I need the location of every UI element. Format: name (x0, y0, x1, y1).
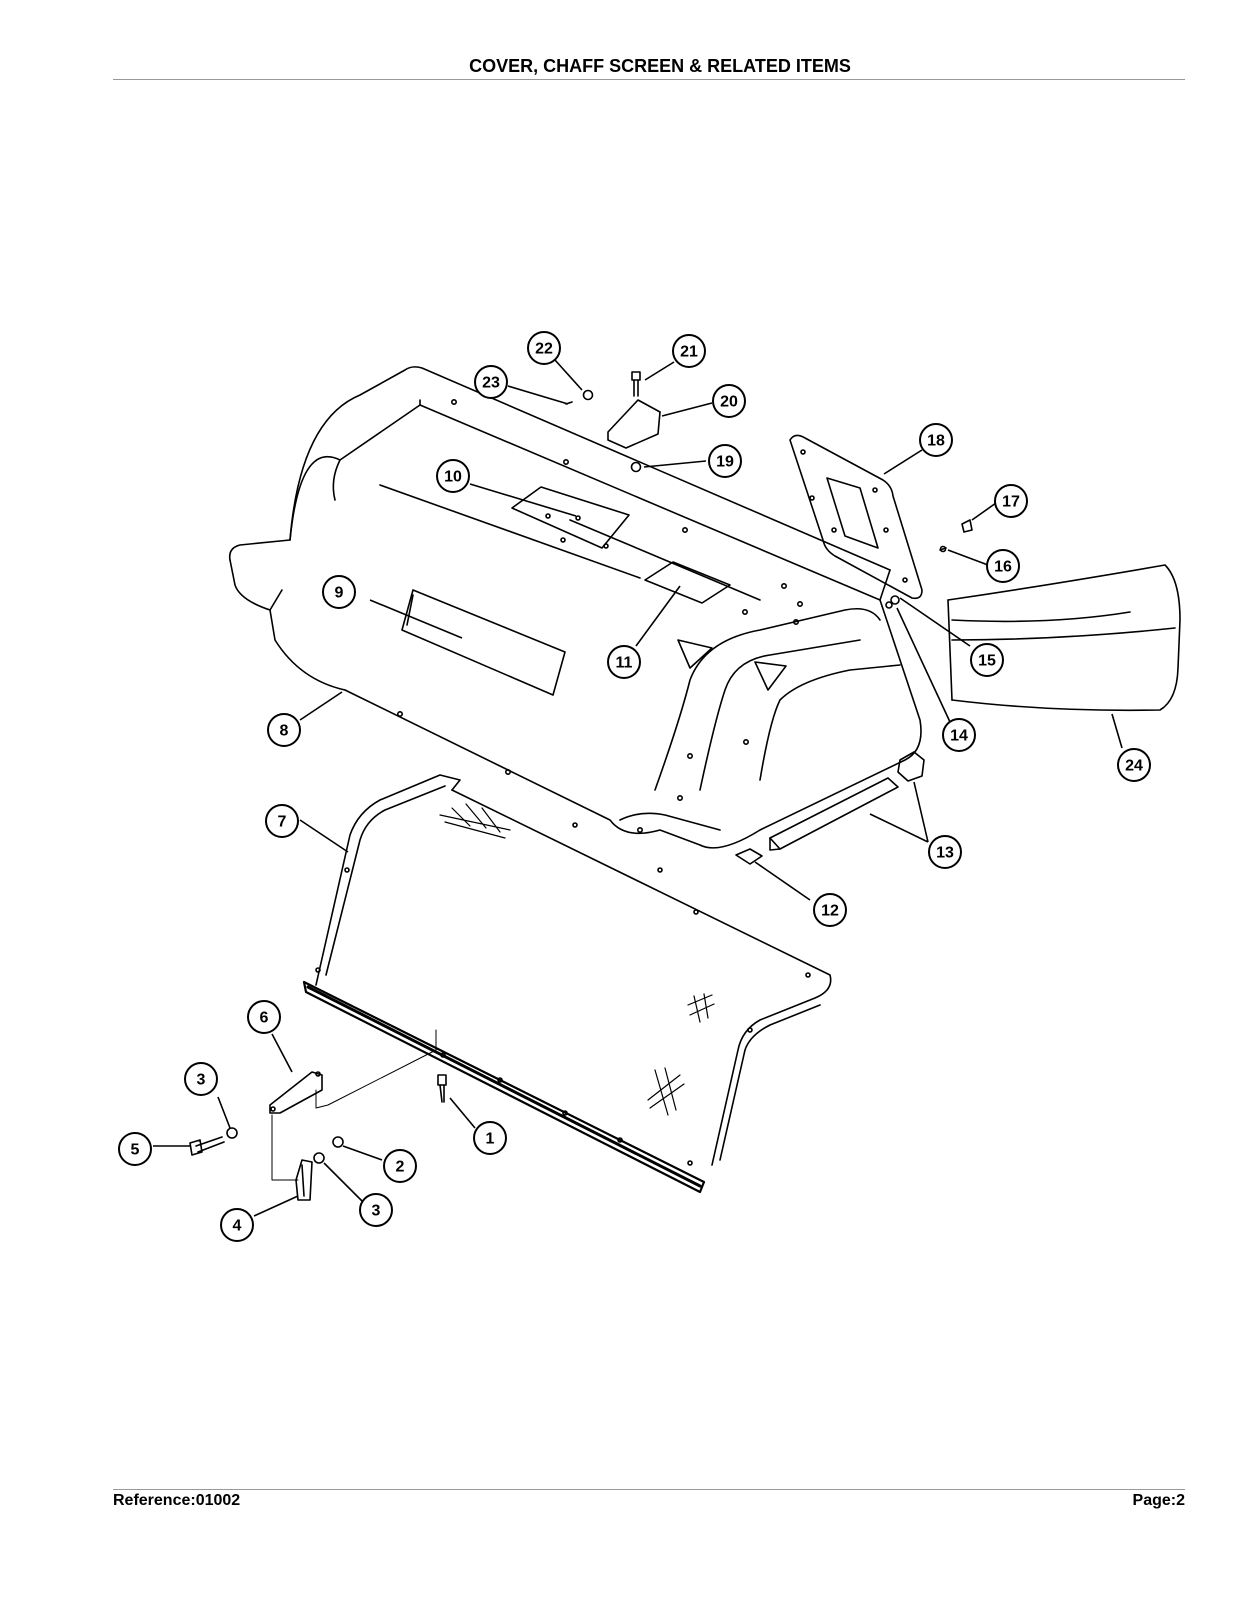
callout-balloon (322, 575, 356, 609)
decal-plate (401, 589, 566, 696)
callout-number: 20 (720, 394, 738, 411)
callout-24: 24 (1117, 748, 1151, 782)
callout-21: 21 (672, 334, 706, 368)
callout-number: 8 (280, 723, 289, 740)
callout-20: 20 (712, 384, 746, 418)
footer-reference: Reference:01002 (113, 1492, 241, 1509)
callout-12: 12 (813, 893, 847, 927)
callout-number: 5 (131, 1142, 140, 1159)
callout-balloon (359, 1193, 393, 1227)
footer-divider (113, 1489, 1185, 1490)
page-title: COVER, CHAFF SCREEN & RELATED ITEMS (469, 56, 851, 76)
footer-page-number: Page:2 (1132, 1492, 1185, 1509)
callout-balloon (672, 334, 706, 368)
callout-4: 4 (220, 1208, 254, 1242)
callout-number: 17 (1002, 494, 1020, 511)
callout-balloon (265, 804, 299, 838)
callout-number: 14 (950, 728, 968, 745)
callout-balloon (184, 1062, 218, 1096)
callout-8: 8 (267, 713, 301, 747)
callout-number: 16 (994, 559, 1012, 576)
callout-3: 3 (184, 1062, 218, 1096)
callout-7: 7 (265, 804, 299, 838)
callout-13: 13 (928, 835, 962, 869)
callout-balloon (436, 459, 470, 493)
callout-number: 10 (444, 469, 462, 486)
callout-number: 15 (978, 653, 996, 670)
callout-6: 6 (247, 1000, 281, 1034)
callout-balloon (527, 331, 561, 365)
callout-number: 1 (486, 1131, 495, 1148)
callout-number: 4 (233, 1218, 242, 1235)
callout-balloon (607, 645, 641, 679)
callout-balloon (712, 384, 746, 418)
callout-number: 19 (716, 454, 734, 471)
callout-number: 2 (396, 1159, 405, 1176)
latch-hardware (189, 371, 973, 1201)
access-plate (511, 486, 630, 549)
callout-balloon (118, 1132, 152, 1166)
chaff-screen (302, 774, 832, 1194)
callout-number: 7 (278, 814, 287, 831)
callout-balloon (928, 835, 962, 869)
callout-number: 3 (372, 1203, 381, 1220)
callout-number: 9 (335, 585, 344, 602)
callout-balloon (986, 549, 1020, 583)
callout-balloon (708, 444, 742, 478)
header-divider (113, 79, 1185, 80)
callout-balloon (994, 484, 1028, 518)
callout-15: 15 (970, 643, 1004, 677)
callout-balloon (942, 718, 976, 752)
cover-shroud (228, 366, 922, 849)
callout-balloon (474, 365, 508, 399)
callout-balloon (220, 1208, 254, 1242)
callout-1: 1 (473, 1121, 507, 1155)
duct-section (947, 564, 1181, 712)
callout-balloon (267, 713, 301, 747)
cover-plate-small (644, 561, 731, 604)
callout-22: 22 (527, 331, 561, 365)
callout-16: 16 (986, 549, 1020, 583)
callout-10: 10 (436, 459, 470, 493)
callout-number: 13 (936, 845, 954, 862)
callout-23: 23 (474, 365, 508, 399)
callout-balloon (1117, 748, 1151, 782)
callout-number: 21 (680, 344, 698, 361)
callout-number: 24 (1125, 758, 1143, 775)
callout-balloon (247, 1000, 281, 1034)
callout-balloon (919, 423, 953, 457)
callout-2: 2 (383, 1149, 417, 1183)
callout-number: 23 (482, 375, 500, 392)
callout-9: 9 (322, 575, 356, 609)
callout-balloon (473, 1121, 507, 1155)
callout-17: 17 (994, 484, 1028, 518)
callout-3: 3 (359, 1193, 393, 1227)
callout-balloon (970, 643, 1004, 677)
callout-11: 11 (607, 645, 641, 679)
callout-18: 18 (919, 423, 953, 457)
callout-number: 22 (535, 341, 553, 358)
callout-number: 3 (197, 1072, 206, 1089)
callout-balloon (813, 893, 847, 927)
callout-number: 6 (260, 1010, 269, 1027)
seal-strip (735, 751, 925, 865)
callout-balloon (383, 1149, 417, 1183)
callout-number: 18 (927, 433, 945, 450)
callout-14: 14 (942, 718, 976, 752)
callout-number: 11 (616, 655, 633, 672)
callout-number: 12 (821, 903, 839, 920)
leader-lines (153, 359, 1123, 1217)
gasket-frame (789, 434, 923, 600)
callout-5: 5 (118, 1132, 152, 1166)
callout-19: 19 (708, 444, 742, 478)
